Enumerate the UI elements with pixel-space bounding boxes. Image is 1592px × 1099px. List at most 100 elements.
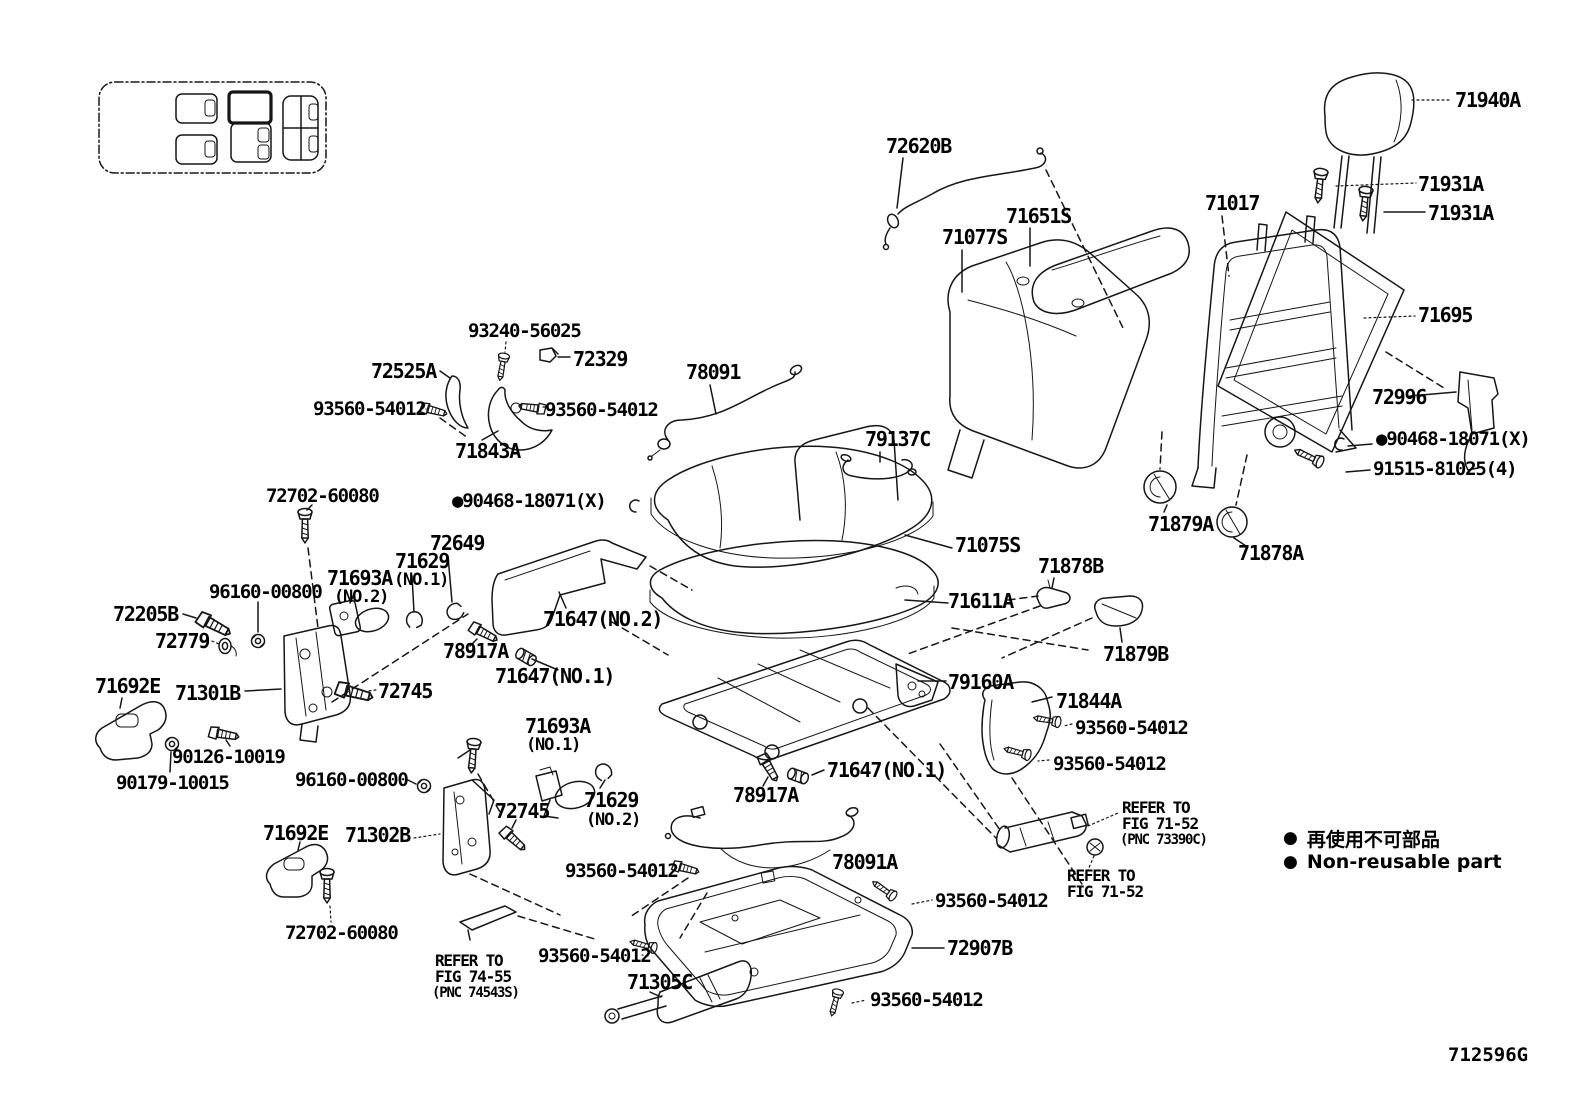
part-label: 71931A xyxy=(1418,172,1484,196)
part-label: 93560-54012 xyxy=(313,398,427,420)
part-label: (PNC 74543S) xyxy=(432,985,520,1001)
part-label: (NO.1) xyxy=(526,735,581,755)
leader-lines xyxy=(119,99,1457,1004)
part-label: 71301B xyxy=(175,681,241,705)
part-label: 72702-60080 xyxy=(285,922,399,944)
part-label: 72205B xyxy=(113,602,179,626)
legend-item-jp: ● 再使用不可部品 xyxy=(1283,826,1502,851)
part-label: 78917A xyxy=(443,639,509,663)
part-label: 71693A xyxy=(525,714,591,738)
part-label: 78091 xyxy=(686,360,741,384)
cable-79137C xyxy=(840,453,917,480)
belt-hook-bracket xyxy=(1457,371,1499,471)
part-label: 71931A xyxy=(1428,201,1494,225)
part-label: 71879B xyxy=(1103,642,1169,666)
hook-90468 xyxy=(1334,437,1345,451)
non-reusable-bullet-icon: ● xyxy=(1283,852,1298,872)
part-label: 93560-54012 xyxy=(935,890,1049,912)
hook-90468-2 xyxy=(628,499,640,513)
part-label: 72996 xyxy=(1372,385,1427,409)
headrest xyxy=(1323,72,1415,234)
part-label: 93560-54012 xyxy=(545,399,659,421)
part-label: 71075S xyxy=(955,533,1021,557)
part-label: 96160-00800 xyxy=(209,581,323,603)
legend: ● 再使用不可部品 ● Non-reusable part xyxy=(1283,826,1502,874)
part-label: 71879A xyxy=(1148,512,1214,536)
cup-71879B xyxy=(1094,595,1144,627)
part-label: 72779 xyxy=(155,629,210,653)
figure-code: 712596G xyxy=(1448,1044,1529,1066)
part-label: 71302B xyxy=(345,823,411,847)
part-label: 71629 xyxy=(584,788,639,812)
seat-belt-buckle xyxy=(995,811,1104,856)
part-label: 72745 xyxy=(378,679,433,703)
part-label: REFER TO xyxy=(1122,798,1191,817)
part-label: 79160A xyxy=(948,670,1014,694)
legend-label-jp: 再使用不可部品 xyxy=(1306,828,1440,851)
part-label: 71695 xyxy=(1418,303,1473,327)
part-label: ●90468-18071(X) xyxy=(452,490,607,512)
part-label: 71017 xyxy=(1205,191,1260,215)
part-label: FIG 74-55 xyxy=(435,967,512,986)
refer-plate xyxy=(459,905,517,931)
part-label: 71878A xyxy=(1238,541,1304,565)
lock-control-cable-72620B xyxy=(882,147,1047,251)
part-label: 93240-56025 xyxy=(468,320,582,342)
seat-cushion-frame xyxy=(658,639,951,761)
cover-71692E-2 xyxy=(265,843,329,898)
construction-lines xyxy=(307,169,1445,941)
part-label: 71878B xyxy=(1038,554,1104,578)
part-label: 78917A xyxy=(733,783,799,807)
cushion-under-board xyxy=(491,539,647,636)
part-label: 71305C xyxy=(627,970,693,994)
cable-78091A xyxy=(664,805,859,869)
cover-72525A xyxy=(445,375,469,429)
part-label: 79137C xyxy=(865,427,931,451)
part-label: 93560-54012 xyxy=(1053,753,1167,775)
part-label: 93560-54012 xyxy=(565,860,679,882)
part-label: 78091A xyxy=(832,850,898,874)
part-label: 72620B xyxy=(886,134,952,158)
seat-cushion xyxy=(650,424,934,568)
non-reusable-bullet-icon: ● xyxy=(1283,828,1298,848)
part-label: (NO.1) xyxy=(394,570,449,590)
part-label: 71077S xyxy=(942,225,1008,249)
hinge-bracket-71301B xyxy=(283,624,352,743)
bezel-71879A xyxy=(1143,470,1177,504)
part-label: 71692E xyxy=(95,674,161,698)
part-label: 71651S xyxy=(1006,204,1072,228)
part-label: REFER TO xyxy=(1067,866,1136,885)
part-label: 72649 xyxy=(430,531,485,555)
part-label: 71844A xyxy=(1056,689,1122,713)
part-label: 71940A xyxy=(1455,88,1521,112)
clip-71878B xyxy=(1036,579,1071,609)
clip-72329 xyxy=(539,347,559,363)
seat-back-board xyxy=(1217,211,1405,453)
part-label: 72907B xyxy=(947,936,1013,960)
part-label: 72702-60080 xyxy=(266,485,380,507)
vehicle-layout-inset xyxy=(98,81,327,174)
damper-71305C xyxy=(604,960,759,1024)
cable-78091 xyxy=(647,364,803,461)
housing-71693A-no1 xyxy=(535,766,596,819)
part-label: 71693A xyxy=(327,566,393,590)
seat-cushion-pad xyxy=(649,539,939,639)
part-label: 71647(NO.1) xyxy=(495,664,615,688)
part-label: 93560-54012 xyxy=(538,945,652,967)
part-label: FIG 71-52 xyxy=(1122,814,1199,833)
cover-71692E xyxy=(95,701,167,761)
part-label: (NO.2) xyxy=(586,810,641,830)
part-label: 71611A xyxy=(948,589,1014,613)
housing-71693A-no2 xyxy=(328,599,390,637)
part-label: 93560-54012 xyxy=(870,989,984,1011)
part-label: ●90468-18071(X) xyxy=(1376,428,1531,450)
part-label: 72329 xyxy=(573,347,628,371)
legend-item-en: ● Non-reusable part xyxy=(1283,850,1502,874)
part-label: 96160-00800 xyxy=(295,769,409,791)
part-label: 72745 xyxy=(495,799,550,823)
part-label: 71647(NO.1) xyxy=(827,758,947,782)
part-label: 71692E xyxy=(263,821,329,845)
